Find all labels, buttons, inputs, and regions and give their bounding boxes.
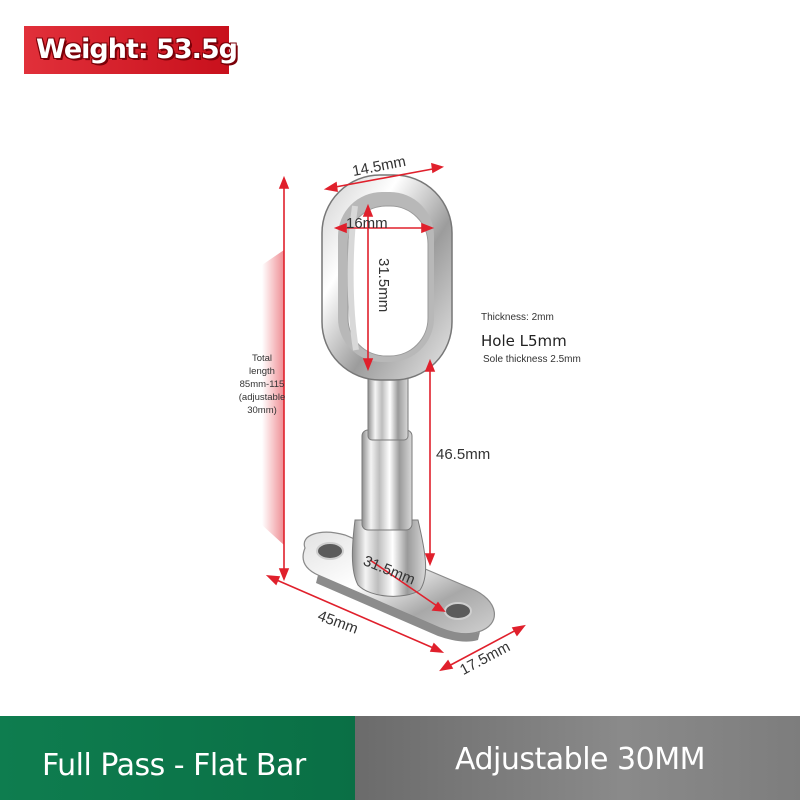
inner-height-label: 31.5mm <box>375 258 392 313</box>
lower-stem <box>361 429 413 531</box>
total-length-bar <box>262 250 284 545</box>
base-hole-left <box>316 542 344 560</box>
inner-width-label: 16mm <box>346 215 388 232</box>
footer-left-panel <box>0 716 355 800</box>
adjustable-label: Adjustable 30MM <box>455 742 705 777</box>
weight-label: Weight: 53.5g <box>36 34 238 65</box>
sole-thickness-spec: Sole thickness 2.5mm <box>483 354 581 365</box>
base-hole-right <box>444 602 472 620</box>
thickness-spec: Thickness: 2mm <box>481 312 554 323</box>
full-pass-label: Full Pass - Flat Bar <box>42 748 306 783</box>
total-length-label: Total length 85mm-115 (adjustable 30mm) <box>238 353 286 416</box>
stem-height-label: 46.5mm <box>436 446 491 463</box>
weight-badge <box>24 26 229 74</box>
dimension-lines <box>265 162 526 672</box>
footer-right-panel <box>355 716 800 800</box>
foot-flare <box>351 519 427 597</box>
hole-spec: Hole L5mm <box>481 332 567 350</box>
